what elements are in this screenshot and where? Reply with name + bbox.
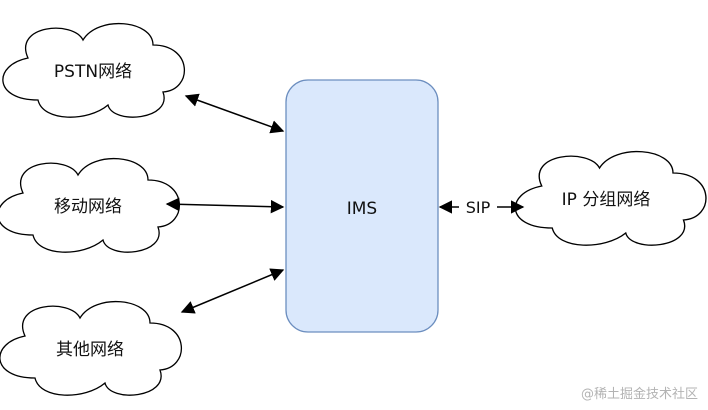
ims-label: IMS [347, 199, 377, 219]
cloud-other: 其他网络 [0, 300, 183, 396]
cloud-pstn: PSTN网络 [2, 22, 186, 118]
edge-other-ims [180, 268, 285, 314]
mobile-label: 移动网络 [54, 197, 122, 217]
watermark: @稀土掘金技术社区 [580, 387, 698, 402]
cloud-mobile: 移动网络 [0, 157, 181, 253]
pstn-label: PSTN网络 [54, 62, 132, 82]
other-label: 其他网络 [56, 340, 124, 360]
sip-label: SIP [466, 198, 491, 217]
ims-box [285, 79, 439, 333]
sip-label-bg [459, 197, 497, 217]
ip-label: IP 分组网络 [562, 190, 651, 210]
edge-mobile-ims [165, 197, 285, 214]
edge-pstn-ims [184, 93, 285, 134]
